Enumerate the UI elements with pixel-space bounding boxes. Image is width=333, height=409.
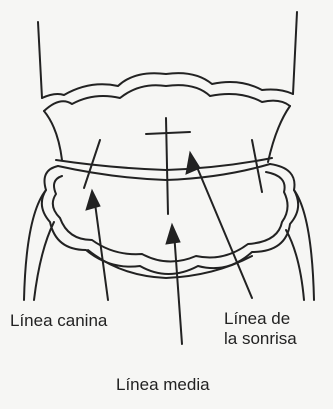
canine-line-label: Línea canina (10, 311, 107, 331)
arrow-canine-head (86, 190, 100, 210)
left-wall (38, 22, 42, 98)
smile-line-label: Línea de la sonrisa (224, 309, 297, 349)
lower-rim-inner (53, 172, 288, 262)
lower-base-right-2 (286, 230, 304, 300)
midline-label: Línea media (116, 375, 210, 395)
arrow-midline-head (166, 224, 180, 244)
upper-left-side (44, 111, 62, 160)
upper-right-side (268, 106, 290, 162)
upper-rim-inner (44, 85, 290, 111)
smile-line-label-line1: Línea de (224, 309, 297, 329)
midline-horizontal (146, 132, 190, 134)
lower-base-left-2 (34, 222, 54, 300)
lower-base-right (294, 190, 314, 300)
right-wall (293, 12, 297, 94)
smile-line-label-line2: la sonrisa (224, 329, 297, 349)
arrow-smile-shaft (194, 160, 252, 298)
occlusal-plane (56, 158, 272, 170)
arrow-midline-shaft (174, 232, 182, 344)
